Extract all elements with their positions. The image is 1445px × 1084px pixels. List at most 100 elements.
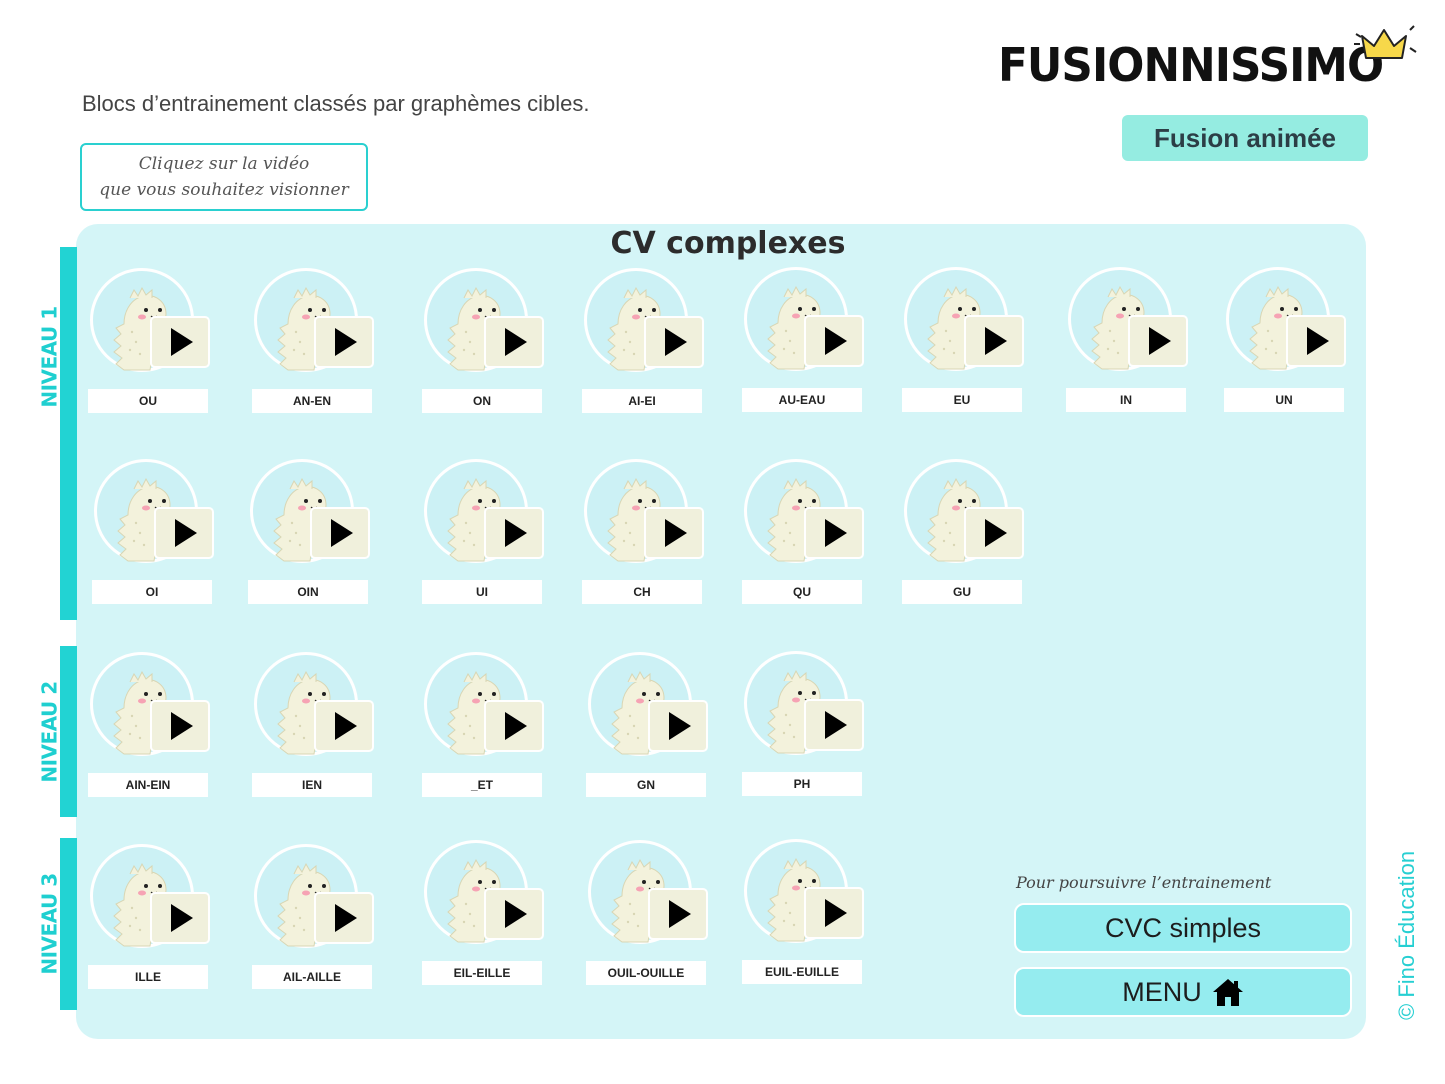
level-1-label: NIVEAU 1 <box>38 306 62 408</box>
video-tile-ch[interactable]: CH <box>578 455 708 605</box>
video-label: AIL-AILLE <box>252 965 372 989</box>
cvc-simples-button[interactable]: CVC simples <box>1014 903 1352 953</box>
play-button[interactable] <box>804 507 864 559</box>
play-icon <box>171 328 193 356</box>
video-tile-eu[interactable]: EU <box>898 263 1028 413</box>
play-icon <box>335 712 357 740</box>
play-icon <box>669 712 691 740</box>
video-label: EUIL-EUILLE <box>742 960 862 984</box>
play-button[interactable] <box>804 699 864 751</box>
video-label: AU-EAU <box>742 388 862 412</box>
play-icon <box>825 899 847 927</box>
play-icon <box>171 904 193 932</box>
video-label: UN <box>1224 388 1344 412</box>
level-2-bar <box>60 646 77 817</box>
play-button[interactable] <box>154 507 214 559</box>
video-tile-ouil-ouille[interactable]: OUIL-OUILLE <box>582 836 712 986</box>
play-button[interactable] <box>964 507 1024 559</box>
page-subtitle: Blocs d’entrainement classés par graphèm… <box>82 91 590 116</box>
video-tile-euil-euille[interactable]: EUIL-EUILLE <box>738 835 868 985</box>
video-tile-ou[interactable]: OU <box>84 264 214 414</box>
video-label: ON <box>422 389 542 413</box>
video-label: AN-EN <box>252 389 372 413</box>
play-button[interactable] <box>484 700 544 752</box>
play-button[interactable] <box>150 892 210 944</box>
video-tile-ille[interactable]: ILLE <box>84 840 214 990</box>
video-label: GN <box>586 773 706 797</box>
play-button[interactable] <box>314 316 374 368</box>
play-button[interactable] <box>1286 315 1346 367</box>
play-button[interactable] <box>150 316 210 368</box>
play-button[interactable] <box>804 887 864 939</box>
instruction-line-1: Cliquez sur la vidéo <box>138 154 310 174</box>
video-label: IEN <box>252 773 372 797</box>
play-icon <box>505 328 527 356</box>
video-tile-gn[interactable]: GN <box>582 648 712 798</box>
video-tile-ph[interactable]: PH <box>738 647 868 797</box>
play-button[interactable] <box>314 700 374 752</box>
video-tile-ail-aille[interactable]: AIL-AILLE <box>248 840 378 990</box>
mode-badge: Fusion animée <box>1122 115 1368 161</box>
video-label: UI <box>422 580 542 604</box>
video-tile-ui[interactable]: UI <box>418 455 548 605</box>
video-label: IN <box>1066 388 1186 412</box>
app-logo: FUSIONNISSIMO <box>998 38 1384 92</box>
video-label: GU <box>902 580 1022 604</box>
video-tile-et[interactable]: _ET <box>418 648 548 798</box>
video-tile-au-eau[interactable]: AU-EAU <box>738 263 868 413</box>
video-tile-un[interactable]: UN <box>1220 263 1350 413</box>
video-label: EIL-EILLE <box>422 961 542 985</box>
play-icon <box>505 900 527 928</box>
video-tile-ain-ein[interactable]: AIN-EIN <box>84 648 214 798</box>
play-button[interactable] <box>314 892 374 944</box>
play-icon <box>825 519 847 547</box>
play-icon <box>825 711 847 739</box>
play-icon <box>669 900 691 928</box>
play-button[interactable] <box>648 700 708 752</box>
video-label: QU <box>742 580 862 604</box>
level-3-label: NIVEAU 3 <box>38 873 62 975</box>
menu-label: MENU <box>1122 976 1202 1007</box>
video-label: OU <box>88 389 208 413</box>
play-button[interactable] <box>1128 315 1188 367</box>
play-icon <box>985 327 1007 355</box>
play-icon <box>985 519 1007 547</box>
video-label: PH <box>742 772 862 796</box>
play-button[interactable] <box>964 315 1024 367</box>
play-button[interactable] <box>804 315 864 367</box>
panel-title: CV complexes <box>610 226 846 261</box>
crown-icon <box>1354 25 1417 59</box>
play-button[interactable] <box>484 507 544 559</box>
video-tile-ien[interactable]: IEN <box>248 648 378 798</box>
video-label: CH <box>582 580 702 604</box>
play-button[interactable] <box>644 507 704 559</box>
video-tile-eil-eille[interactable]: EIL-EILLE <box>418 836 548 986</box>
video-tile-an-en[interactable]: AN-EN <box>248 264 378 414</box>
video-label: ILLE <box>88 965 208 989</box>
play-button[interactable] <box>310 507 370 559</box>
instruction-line-2: que vous souhaitez visionner <box>99 180 349 200</box>
video-tile-qu[interactable]: QU <box>738 455 868 605</box>
level-2-label: NIVEAU 2 <box>38 680 62 783</box>
video-tile-oi[interactable]: OI <box>88 455 218 605</box>
play-button[interactable] <box>150 700 210 752</box>
video-tile-ai-ei[interactable]: AI-EI <box>578 264 708 414</box>
menu-button[interactable]: MENU <box>1014 967 1352 1017</box>
play-icon <box>171 712 193 740</box>
video-tile-on[interactable]: ON <box>418 264 548 414</box>
continue-training-text: Pour poursuivre l’entrainement <box>1016 873 1272 892</box>
video-tile-gu[interactable]: GU <box>898 455 1028 605</box>
play-icon <box>825 327 847 355</box>
video-tile-in[interactable]: IN <box>1062 263 1192 413</box>
play-button[interactable] <box>648 888 708 940</box>
video-tile-oin[interactable]: OIN <box>244 455 374 605</box>
home-icon <box>1212 979 1243 1006</box>
play-icon <box>331 519 353 547</box>
video-label: _ET <box>422 773 542 797</box>
play-button[interactable] <box>484 888 544 940</box>
play-button[interactable] <box>484 316 544 368</box>
video-label: OI <box>92 580 212 604</box>
video-label: AI-EI <box>582 389 702 413</box>
instruction-box: Cliquez sur la vidéo que vous souhaitez … <box>80 143 368 211</box>
play-button[interactable] <box>644 316 704 368</box>
